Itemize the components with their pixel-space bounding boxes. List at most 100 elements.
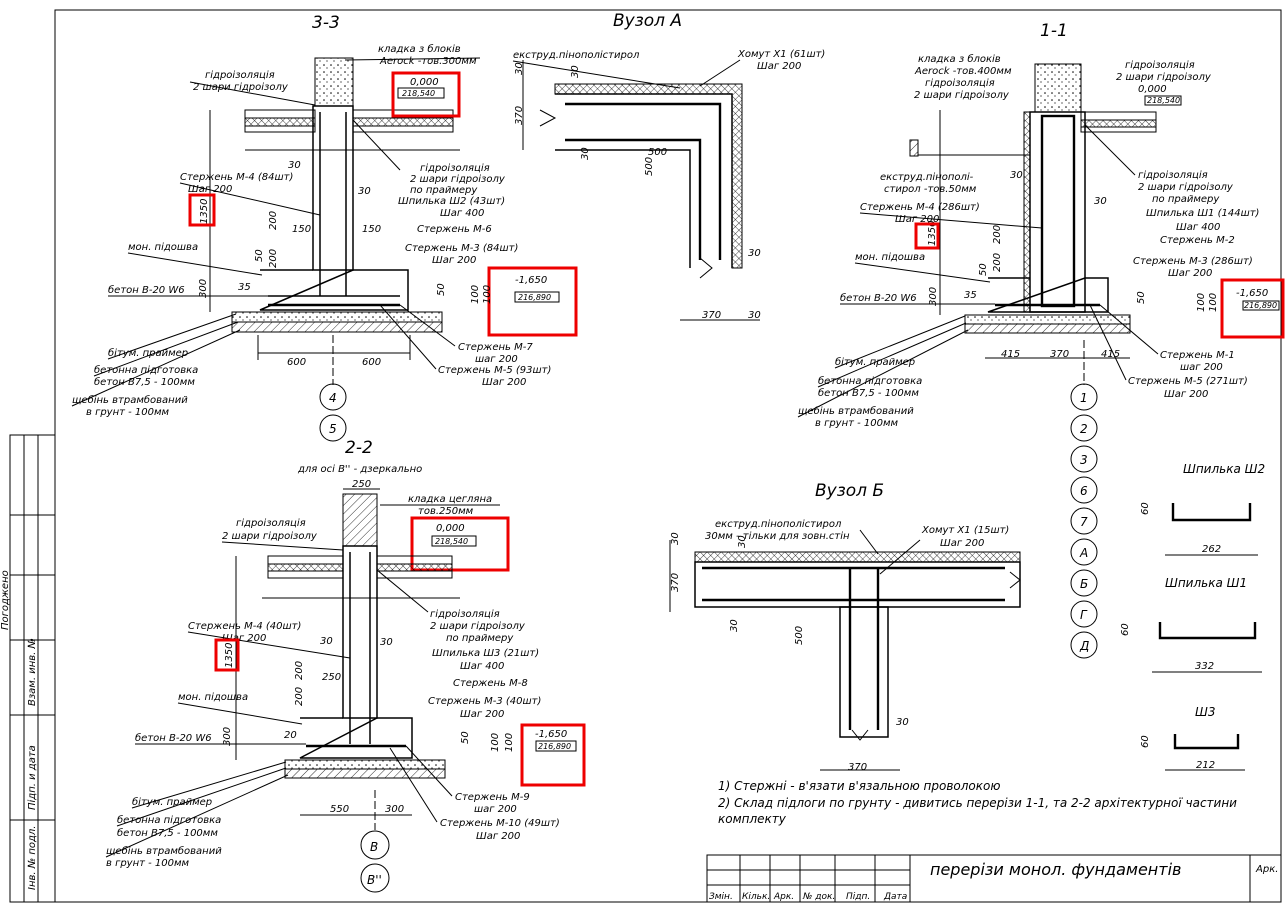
dim: 30: [570, 65, 581, 78]
highlight-box: [391, 71, 461, 118]
label-bar-m9: Стержень М-9: [455, 792, 530, 803]
axis-label: А: [1079, 546, 1088, 560]
level-top-abs: 218,540: [402, 89, 435, 98]
dim: 200: [268, 249, 279, 268]
label-waterproof-mid-3: по праймеру: [1152, 194, 1220, 205]
tb-header: Змін.: [709, 892, 733, 902]
dim: 30: [737, 535, 748, 548]
label-prep: бетонна підготовка: [818, 375, 922, 387]
axis-label: В: [370, 840, 378, 854]
label-bar-m9-2: шаг 200: [474, 804, 517, 815]
label-bitum: бітум. праймер: [132, 796, 212, 808]
dim: 200: [992, 253, 1003, 272]
label-gravel: щебінь втрамбований: [798, 405, 914, 417]
foundation-wall: [1029, 111, 1086, 313]
label-pin: Шпилька Ш1 (144шт): [1146, 208, 1259, 219]
dim: 300: [222, 727, 233, 746]
label-clamp-2: Шаг 200: [757, 61, 801, 72]
dim: 100: [504, 733, 515, 752]
level-top-abs: 218,540: [1147, 96, 1180, 105]
dim: 200: [294, 687, 305, 706]
stamp-agreed: Погоджено: [0, 570, 11, 630]
dim: 370: [848, 762, 867, 773]
level-bot-abs: 216,890: [538, 742, 571, 751]
axis-bubbles: 1 2 3 6 7 А Б Г Д: [1070, 383, 1098, 659]
label-bar-m4: Стержень М-4 (84шт): [180, 172, 293, 183]
highlight-box: [520, 723, 586, 787]
label-waterproof-top-2: 2 шари гідроізолу: [222, 530, 318, 542]
dim: 100: [1196, 293, 1207, 312]
dim: 30: [580, 147, 591, 160]
label-gravel-2: в грунт - 100мм: [815, 418, 899, 429]
label-waterproof-a-2: 2 шари гідроізолу: [914, 89, 1010, 101]
dim: 300: [198, 279, 209, 298]
masonry-block: [1034, 63, 1082, 113]
label-bar-m1: Стержень М-1: [1160, 350, 1235, 361]
node-a: Вузол А екструд.пінополістирол Хомут Х1 …: [512, 11, 825, 321]
label-waterproof-b-2: 2 шари гідроізолу: [1116, 71, 1212, 83]
label-masonry: кладка з блоків: [378, 43, 461, 55]
sheet-label: Арк.: [1255, 864, 1278, 875]
dim: 30: [729, 619, 740, 632]
label-waterproof-b: гідроізоляція: [1125, 59, 1195, 71]
dim: 1350: [927, 221, 938, 246]
dim: 600: [287, 357, 306, 368]
axis-label: 1: [1080, 391, 1088, 405]
label-bar-m10: Стержень М-10 (49шт): [440, 818, 560, 829]
note: комплекту: [718, 812, 787, 826]
label-bar-m2: Стержень М-2: [1160, 235, 1235, 246]
level-bot-mark: -1,650: [515, 275, 547, 286]
axis-label: Д: [1079, 639, 1089, 653]
label-prep-2: бетон В7,5 - 100мм: [818, 387, 919, 399]
masonry-block: [314, 57, 354, 107]
label-masonry-2: Aerock -тов.400мм: [914, 66, 1012, 77]
label-mon: мон. підошва: [128, 241, 198, 253]
dim: 60: [1140, 735, 1151, 748]
axis-label: 7: [1080, 515, 1088, 529]
axis-label: В'': [367, 873, 382, 887]
pin-title: Шпилька Ш1: [1165, 576, 1247, 590]
label-bar-m3-2: Шаг 200: [432, 255, 476, 266]
tb-header: Кільк.: [742, 892, 770, 902]
label-waterproof-mid-2: 2 шари гідроізолу: [410, 173, 506, 185]
label-waterproof-mid-3: по праймеру: [410, 185, 478, 196]
dim: 500: [648, 147, 667, 158]
dim: 370: [702, 310, 721, 321]
axis-label: 6: [1080, 484, 1088, 498]
highlight-box: [1220, 278, 1285, 339]
label-gravel: щебінь втрамбований: [106, 845, 222, 857]
level-top-mark: 0,000: [1138, 84, 1167, 95]
dim: 60: [1120, 623, 1131, 636]
level-bot-abs: 216,890: [518, 293, 551, 302]
level-bot-mark: -1,650: [1236, 288, 1268, 299]
section-1-1: 1-1 кладка з блоків Aerock -тов.400мм гі…: [797, 21, 1285, 659]
label-pin: Шпилька Ш2 (43шт): [398, 196, 505, 207]
label-concrete: бетон В-20 W6: [840, 292, 917, 304]
label-foam: екструд.пінополі-: [880, 171, 974, 183]
label-gravel-2: в грунт - 100мм: [106, 858, 190, 869]
label-waterproof-top: гідроізоляція: [205, 69, 275, 81]
section-title: 2-2: [345, 438, 373, 458]
dim: 300: [385, 804, 404, 815]
node-b: Вузол Б екструд.пінополістирол 30мм - ті…: [669, 481, 1021, 773]
dim: 30: [1094, 196, 1107, 207]
label-bar-m5: Стержень М-5 (271шт): [1128, 376, 1248, 387]
label-waterproof-mid: гідроізоляція: [420, 162, 490, 174]
label-bar-m3: Стержень М-3 (84шт): [405, 243, 518, 254]
label-foam-2: 30мм - тільки для зовн.стін: [705, 530, 850, 542]
axis-bubble: [360, 830, 390, 860]
dim: 600: [362, 357, 381, 368]
dim: 100: [490, 733, 501, 752]
dim: 200: [268, 211, 279, 230]
dim: 332: [1195, 661, 1214, 672]
dim: 30: [670, 532, 681, 545]
label-pin-2: Шаг 400: [460, 661, 504, 672]
dim: 1350: [224, 643, 235, 668]
dim: 50: [978, 263, 989, 276]
label-bar-m5-2: Шаг 200: [1164, 389, 1208, 400]
label-bar-m6: Стержень М-6: [417, 224, 492, 235]
label-bar-m4-2: Шаг 200: [895, 214, 939, 225]
label-bar-m4: Стержень М-4 (40шт): [188, 621, 301, 632]
label-gravel: щебінь втрамбований: [72, 394, 188, 406]
